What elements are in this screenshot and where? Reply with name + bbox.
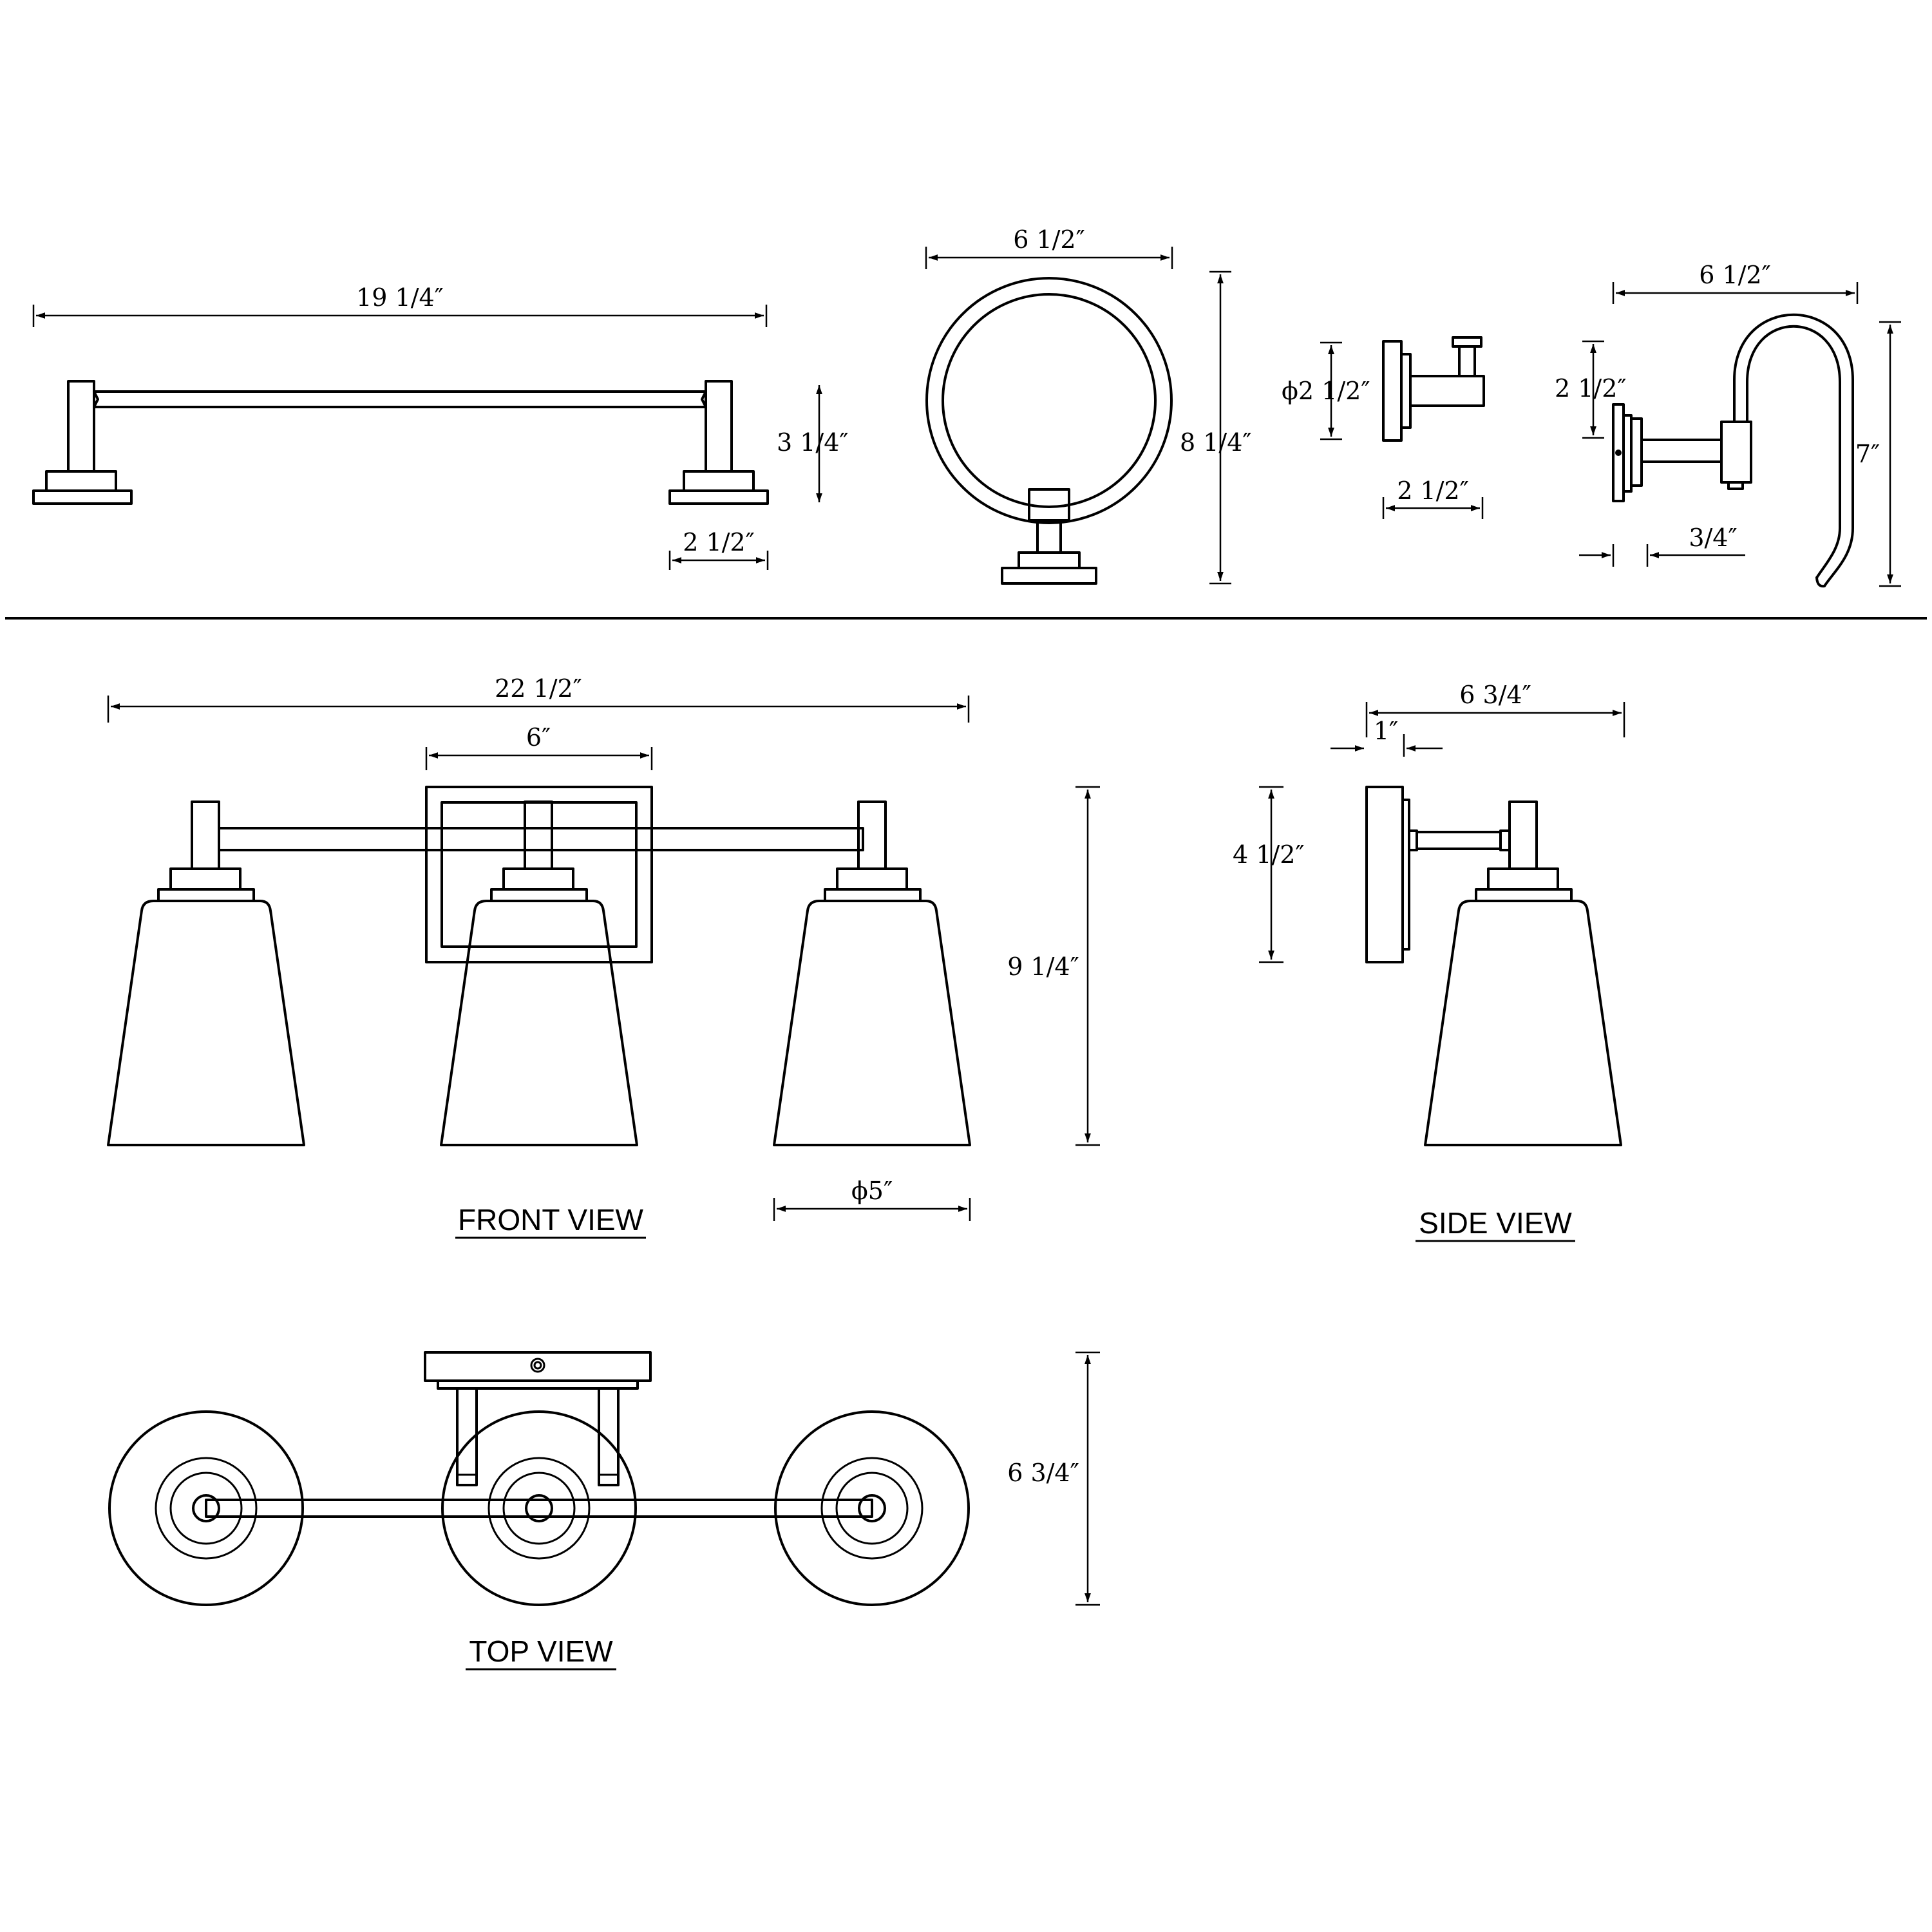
robe-hook-diameter-dim: ϕ2 1/2″ xyxy=(1282,377,1370,405)
side-depth-dim: 6 3/4″ xyxy=(1459,681,1531,709)
tp-holder-drawing: 6 1/2″ 2 1/2″ 7″ 3/4″ xyxy=(1555,261,1901,588)
towel-ring-drawing: 6 1/2″ 8 1/4″ xyxy=(925,225,1252,585)
tp-holder-height-dim: 7″ xyxy=(1855,440,1880,468)
top-depth-dim: 6 3/4″ xyxy=(1007,1459,1079,1487)
front-view-drawing: 22 1/2″ 6″ 9 1/4″ ϕ5″ FR xyxy=(107,674,1100,1239)
robe-hook-drawing: ϕ2 1/2″ 2 1/2″ xyxy=(1282,336,1485,519)
front-shade-dim: ϕ5″ xyxy=(851,1177,893,1205)
front-backplate-dim: 6″ xyxy=(526,723,551,752)
side-backplate-dim: 4 1/2″ xyxy=(1233,840,1305,869)
tp-holder-width-dim: 6 1/2″ xyxy=(1699,261,1771,289)
towel-bar-height-dim: 3 1/4″ xyxy=(777,428,849,457)
side-view-drawing: 6 3/4″ 1″ 4 1/2″ SIDE VIEW xyxy=(1233,681,1625,1242)
towel-ring-height-dim: 8 1/4″ xyxy=(1180,428,1252,457)
towel-bar-width-dim: 19 1/4″ xyxy=(356,283,444,312)
front-width-dim: 22 1/2″ xyxy=(495,674,582,703)
towel-bar-drawing: 19 1/4″ 3 1/4″ 2 1/2″ xyxy=(32,283,849,570)
front-view-label: FRONT VIEW xyxy=(458,1203,644,1236)
side-plate-dim: 1″ xyxy=(1374,717,1398,745)
towel-bar-base-dim: 2 1/2″ xyxy=(683,528,755,556)
towel-ring-width-dim: 6 1/2″ xyxy=(1013,225,1085,254)
tp-holder-offset-dim: 3/4″ xyxy=(1689,524,1737,552)
side-view-label: SIDE VIEW xyxy=(1419,1206,1572,1240)
top-view-drawing: 6 3/4″ TOP VIEW xyxy=(108,1351,1100,1671)
top-view-label: TOP VIEW xyxy=(469,1634,613,1668)
robe-hook-projection-dim: 2 1/2″ xyxy=(1397,477,1469,505)
tp-holder-plate-dim: 2 1/2″ xyxy=(1555,374,1627,402)
front-height-dim: 9 1/4″ xyxy=(1007,952,1079,981)
